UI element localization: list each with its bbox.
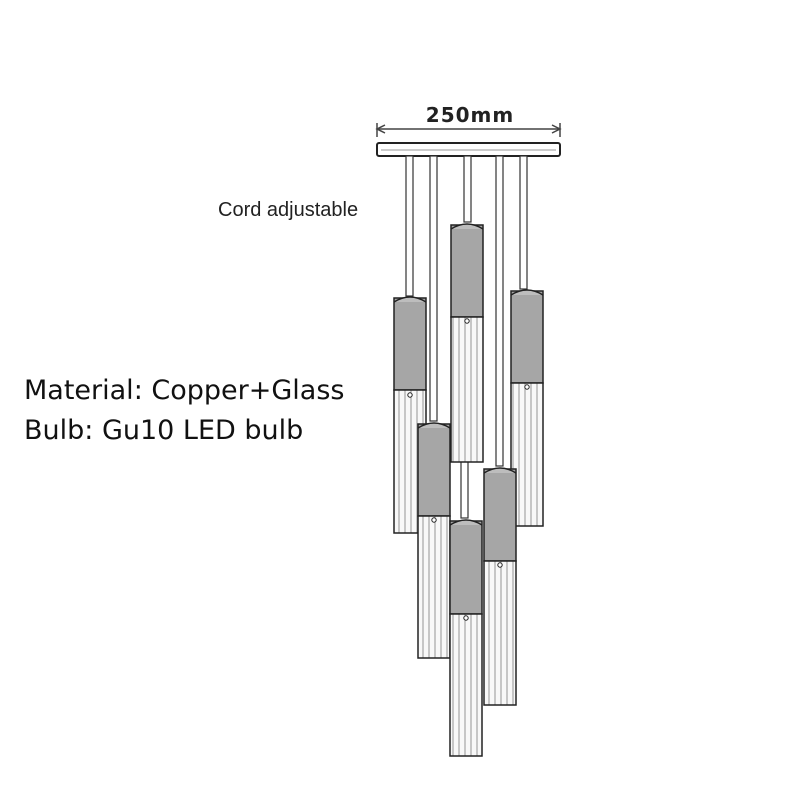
pendant-light (449, 519, 483, 757)
width-dimension-label: 250mm (425, 103, 515, 127)
cord-annotation: Cord adjustable (218, 199, 359, 221)
material-spec: Material: Copper+Glass (24, 375, 345, 406)
cords (405, 155, 528, 519)
pendant-light (450, 223, 484, 463)
dimension-line (375, 123, 562, 137)
ceiling-canopy (376, 142, 561, 157)
bulb-spec: Bulb: Gu10 LED bulb (24, 415, 304, 446)
pendant-light (483, 467, 517, 706)
pendant-light (417, 422, 451, 659)
